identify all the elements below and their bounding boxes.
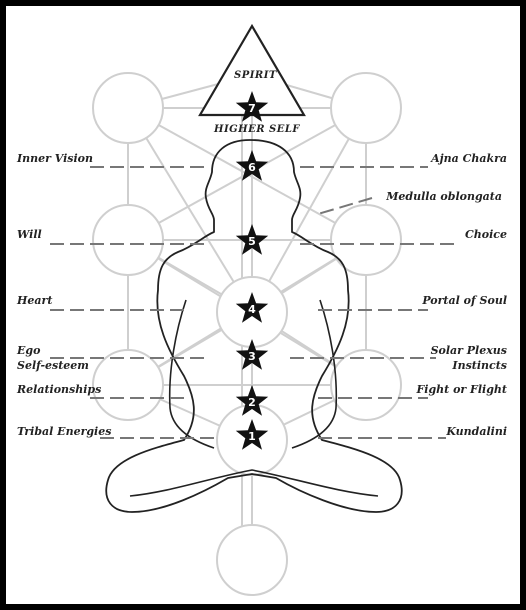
chakra-number-7: 7: [248, 102, 256, 115]
chakra-star-2: [235, 385, 269, 416]
tree-circles: [92, 72, 402, 596]
label-portal-of-soul: Portal of Soul: [422, 294, 507, 307]
label-self-esteem: Self-esteem: [17, 359, 89, 372]
label-relationships: Relationships: [17, 383, 102, 396]
label-solar-plexus: Solar Plexus: [430, 344, 507, 357]
chakra-number-2: 2: [248, 396, 256, 409]
label-medulla-oblongata: Medulla oblongata: [386, 190, 502, 203]
label-inner-vision: Inner Vision: [17, 152, 93, 165]
indicator-dashes: [50, 166, 456, 439]
label-ajna-chakra: Ajna Chakra: [431, 152, 507, 165]
figure-arm-right: [291, 299, 338, 449]
label-fight-or-flight: Fight or Flight: [416, 383, 508, 396]
higher-self-label: HIGHER SELF: [214, 124, 301, 135]
chakra-number-3: 3: [248, 350, 256, 363]
label-heart: Heart: [17, 294, 53, 307]
chakra-star-6: [235, 150, 269, 181]
label-choice: Choice: [465, 228, 507, 241]
chakra-star-3: [235, 339, 269, 370]
chakra-star-1: [235, 419, 269, 450]
spirit-label: SPIRIT: [234, 70, 277, 81]
chakra-star-7: [235, 91, 269, 122]
label-will: Will: [17, 228, 42, 241]
label-ego: Ego: [17, 344, 41, 357]
chakra-number-1: 1: [248, 430, 256, 443]
chakra-star-4: [235, 292, 269, 323]
label-kundalini: Kundalini: [446, 425, 507, 438]
label-instincts: Instincts: [452, 359, 507, 372]
chakra-number-4: 4: [248, 303, 256, 316]
chakra-stars: [235, 91, 269, 450]
figure-crossed-legs: [129, 469, 379, 497]
chakra-number-5: 5: [248, 235, 256, 248]
chakra-star-5: [235, 224, 269, 255]
chakra-number-6: 6: [248, 161, 256, 174]
label-tribal-energies: Tribal Energies: [17, 425, 112, 438]
